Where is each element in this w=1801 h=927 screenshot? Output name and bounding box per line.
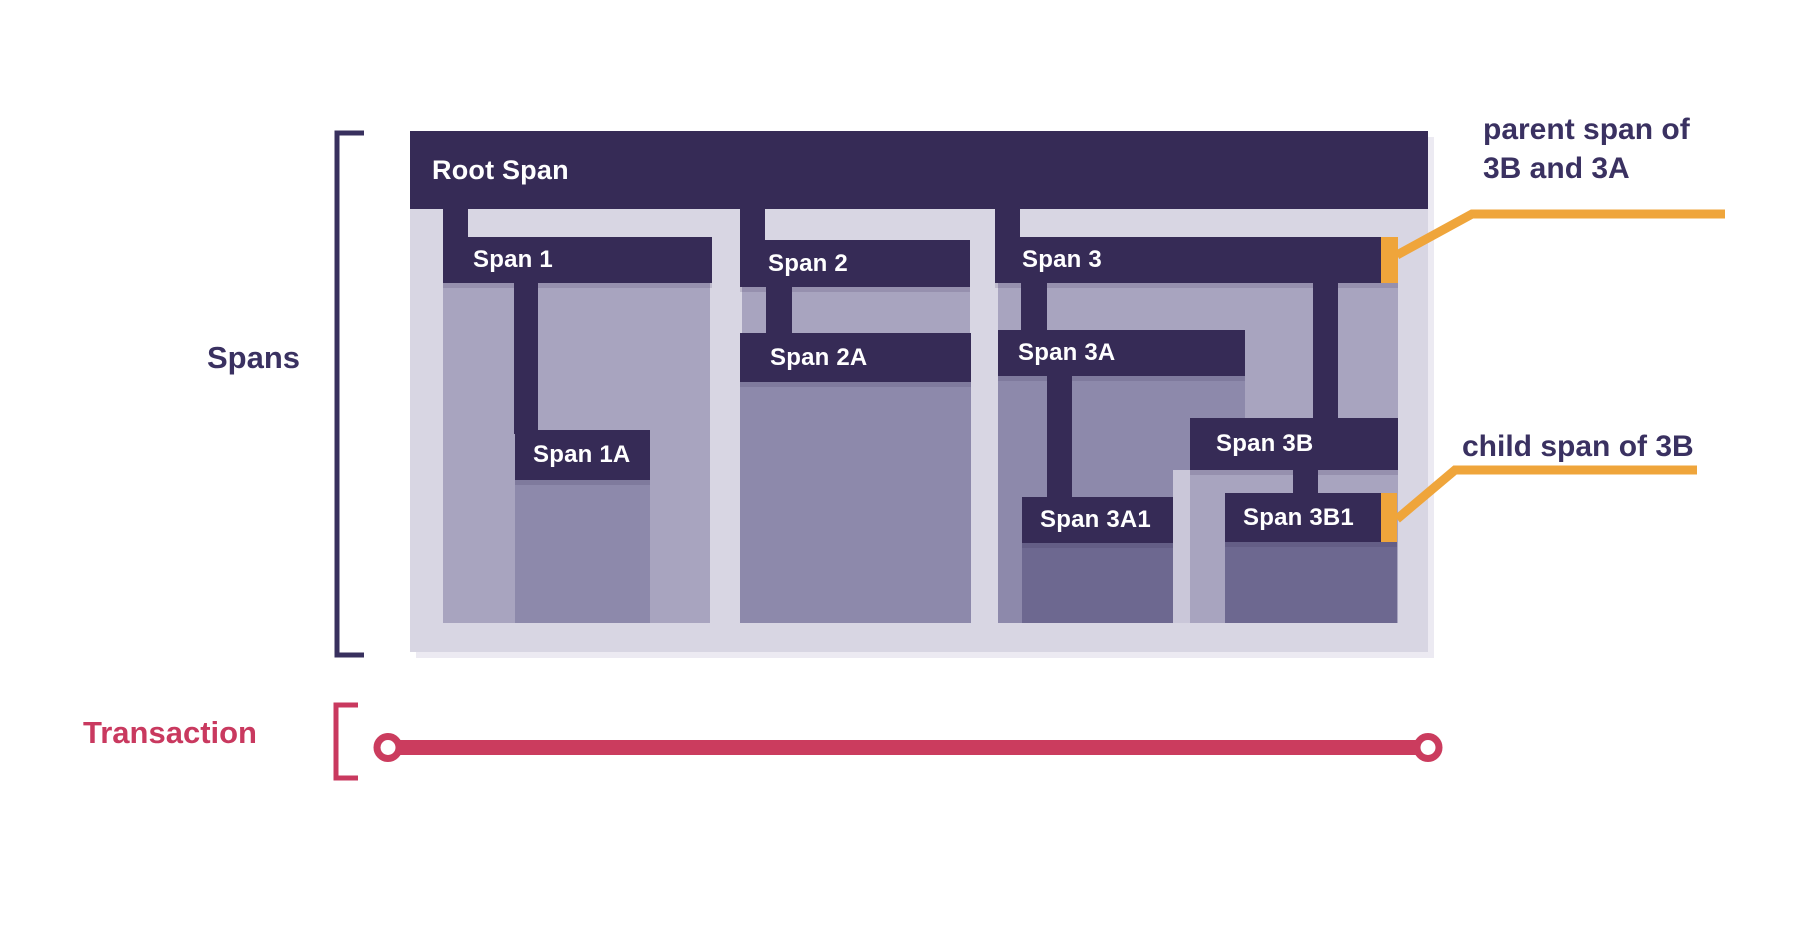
span-bar-3b: Span 3B <box>1190 418 1398 470</box>
connector-span3-span3b <box>1313 283 1338 422</box>
span-bar-1a: Span 1A <box>515 430 650 480</box>
span-bar-2-label: Span 2 <box>768 249 848 277</box>
spans-bracket <box>334 130 364 658</box>
span-bar-3b-label: Span 3B <box>1216 430 1314 457</box>
span-bar-1: Span 1 <box>443 237 712 283</box>
span-bar-3-label: Span 3 <box>1022 246 1102 273</box>
span-bar-2a: Span 2A <box>740 333 971 382</box>
connector-span1-span1a <box>514 283 538 434</box>
connector-span3-span3a <box>1021 283 1047 334</box>
duration-span3a1 <box>1022 543 1173 623</box>
span-bar-1a-label: Span 1A <box>533 441 631 468</box>
span-bar-3a: Span 3A <box>998 330 1245 376</box>
annotation-parent-span-line1: parent span of <box>1483 113 1690 146</box>
transaction-bracket <box>333 702 358 781</box>
span-bar-3b1: Span 3B1 <box>1225 493 1397 542</box>
annotation-parent-span: parent span of 3B and 3A <box>1483 110 1690 188</box>
spans-label: Spans <box>206 340 300 375</box>
duration-span2a <box>740 382 971 623</box>
span-bar-2a-label: Span 2A <box>770 343 868 371</box>
span-bar-1-label: Span 1 <box>473 246 553 273</box>
span-bar-3a-label: Span 3A <box>1018 339 1116 366</box>
parent-span-highlight-marker <box>1381 237 1398 283</box>
span-bar-root: Root Span <box>410 131 1428 209</box>
span-bar-3b1-label: Span 3B1 <box>1243 503 1354 531</box>
annotation-child-span: child span of 3B <box>1462 430 1694 463</box>
span-bar-2: Span 2 <box>740 240 970 287</box>
span-bar-3a1: Span 3A1 <box>1022 497 1173 543</box>
callout-line-child <box>1394 465 1697 523</box>
connector-span2-span2a <box>766 287 792 337</box>
callout-line-parent <box>1394 209 1725 259</box>
transaction-label: Transaction <box>83 715 257 750</box>
span-bar-root-label: Root Span <box>432 154 569 185</box>
duration-span3b1 <box>1225 542 1397 623</box>
annotation-parent-span-line2: 3B and 3A <box>1483 152 1630 185</box>
connector-root-span3 <box>995 209 1020 241</box>
duration-span1a <box>515 480 650 623</box>
duration-gap-strip <box>1173 470 1190 623</box>
span-bar-3: Span 3 <box>995 237 1398 283</box>
child-span-highlight-marker <box>1381 493 1397 542</box>
connector-span3a-span3a1 <box>1047 376 1072 499</box>
connector-root-span2 <box>740 209 765 244</box>
span-bar-3a1-label: Span 3A1 <box>1040 506 1151 533</box>
transaction-start-point <box>373 733 403 762</box>
transaction-end-point <box>1413 733 1443 762</box>
connector-span3b-span3b1 <box>1293 470 1318 497</box>
connector-root-span1 <box>443 209 468 241</box>
